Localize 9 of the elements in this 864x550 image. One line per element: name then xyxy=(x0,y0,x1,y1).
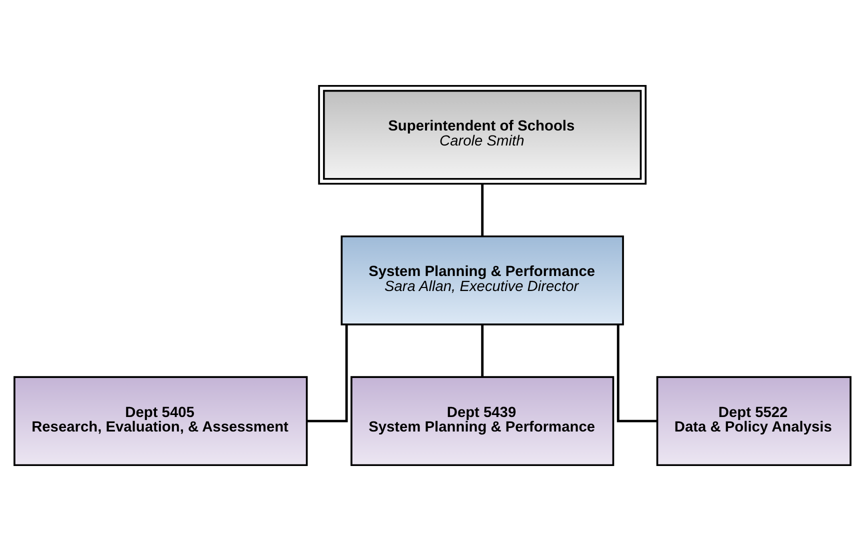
connector xyxy=(480,184,484,236)
connector xyxy=(306,324,348,422)
connector xyxy=(480,324,484,376)
node-box: System Planning & Performance Sara Allan, Executive Director xyxy=(340,234,624,325)
node-box: Superintendent of Schools Carole Smith xyxy=(318,84,646,184)
node-box: Dept 5405 Research, Evaluation, & Assessment xyxy=(13,376,308,466)
node-box: Dept 5522 Data & Policy Analysis xyxy=(656,376,851,466)
connector xyxy=(616,324,657,422)
node-box: Dept 5439 System Planning & Performance xyxy=(350,376,614,466)
